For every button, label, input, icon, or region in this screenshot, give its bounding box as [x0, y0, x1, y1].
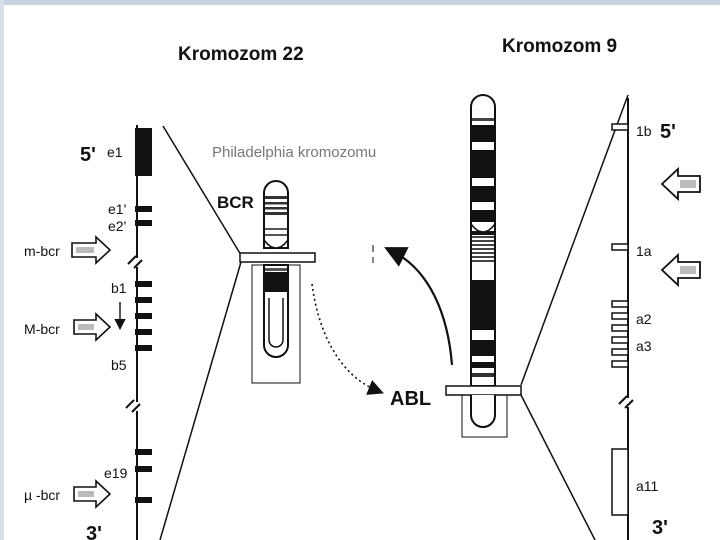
- exon-1b-label: 1b: [636, 123, 652, 139]
- arrow-inner-fill: [78, 491, 94, 497]
- chr9-breakpoint-bar: [446, 386, 521, 395]
- translocation-curved-arrow: [392, 251, 452, 365]
- exon-b5-block: [135, 345, 152, 351]
- exon-e1-block: [135, 128, 152, 176]
- philadelphia-chromosome: BCR: [217, 181, 315, 383]
- breakpoint-m-bcr-label: m-bcr: [24, 243, 60, 259]
- exon-b1-block: [135, 281, 152, 287]
- exon-block: [135, 297, 152, 303]
- abl-gene-label: ABL: [390, 388, 431, 410]
- chromosome-22-heading: Kromozom 22: [178, 44, 304, 65]
- exon-e1p-label: e1': [108, 201, 126, 217]
- bcr-gene-label: BCR: [217, 193, 254, 212]
- exon-e1p-block: [135, 206, 152, 212]
- exon-a2-label: a2: [636, 311, 652, 327]
- bcr-gene-map: 5' e1 e1' e2' b1 b5 e19 3' m-bcr M-bcr µ…: [24, 125, 152, 540]
- translocation-dotted-arrow: [312, 284, 378, 391]
- chromosome-9: [446, 95, 521, 437]
- philadelphia-chromosome-label: Philadelphia kromozomu: [212, 144, 376, 161]
- exon-block: [135, 497, 152, 503]
- zoom-line: [160, 262, 241, 540]
- breakpoint-mu-bcr-label: µ -bcr: [24, 487, 60, 503]
- exon-block: [612, 337, 628, 343]
- exon-block: [135, 329, 152, 335]
- exon-block: [612, 361, 628, 367]
- arrow-inner-fill: [680, 266, 696, 274]
- exon-e2p-label: e2': [108, 218, 126, 234]
- chr9-distal-tip: [471, 395, 495, 427]
- exon-a2-block: [612, 313, 628, 319]
- exon-b5-label: b5: [111, 357, 127, 373]
- bcr-five-prime-label: 5': [80, 144, 96, 166]
- exon-a11-label: a11: [636, 478, 659, 494]
- arrow-inner-fill: [78, 324, 94, 330]
- arrow-inner-fill: [680, 180, 696, 188]
- breakpoint-M-bcr-label: M-bcr: [24, 321, 60, 337]
- exon-block: [135, 313, 152, 319]
- exon-a11-block: [612, 449, 628, 515]
- zoom-line: [521, 395, 595, 540]
- exon-block: [612, 301, 628, 307]
- abl-five-prime-label: 5': [660, 121, 676, 143]
- exon-a3-label: a3: [636, 338, 652, 354]
- gene-break-mark: [126, 400, 144, 412]
- exon-block: [612, 325, 628, 331]
- exon-e19-label: e19: [104, 465, 128, 481]
- abl-three-prime-label: 3': [652, 517, 668, 539]
- exon-b1-label: b1: [111, 280, 127, 296]
- bcr-three-prime-label: 3': [86, 523, 102, 540]
- exon-1b-block: [612, 124, 628, 130]
- exon-e1-label: e1: [107, 144, 123, 160]
- arrow-inner-fill: [76, 247, 94, 253]
- abl-gene-map: 1b 5' 1a a2 a3 a11 3': [612, 98, 700, 540]
- exon-e2p-block: [135, 220, 152, 226]
- exon-a3-block: [612, 349, 628, 355]
- exon-e19-block: [135, 466, 152, 472]
- exon-1a-label: 1a: [636, 243, 652, 259]
- chromosome-9-heading: Kromozom 9: [502, 36, 617, 57]
- exon-1a-block: [612, 244, 628, 250]
- ph-breakpoint-bar: [240, 253, 315, 262]
- exon-block: [135, 449, 152, 455]
